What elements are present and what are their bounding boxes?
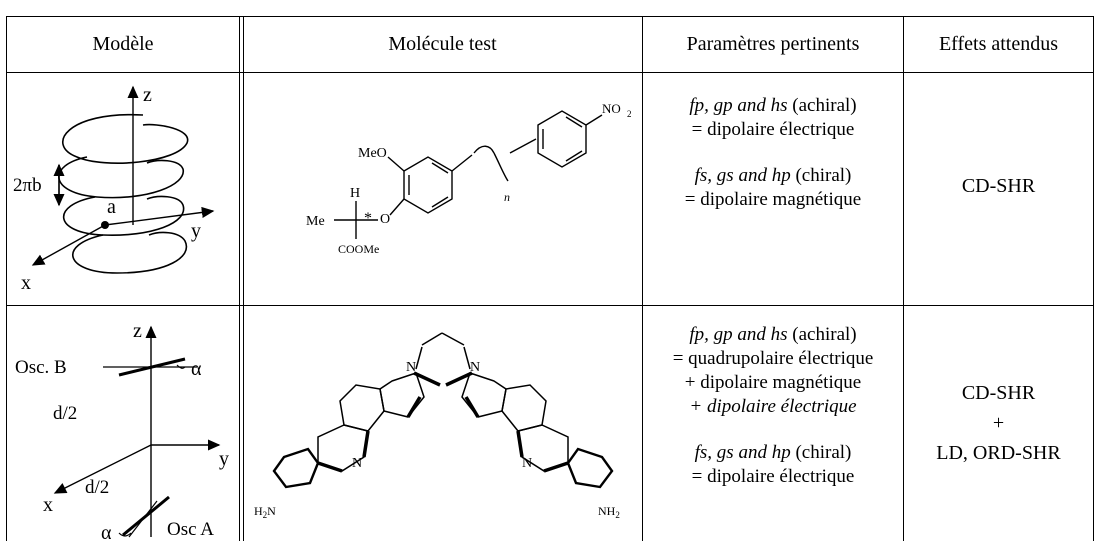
nitro-label: NO — [602, 101, 621, 116]
parameters-table: Modèle Molécule test Paramètres pertinen… — [6, 16, 1094, 541]
achiral-tag: (achiral) — [792, 324, 857, 345]
chiral-variables: fs, gs and hp — [694, 165, 791, 186]
acridine-n-left-label: N — [352, 456, 362, 471]
table-right-border — [1093, 16, 1094, 541]
achiral-variables: fp, gp and hs — [689, 324, 788, 345]
table-left-border — [6, 16, 7, 541]
column-divider-double — [239, 16, 244, 541]
quadrupole-line: = quadrupolaire électrique — [672, 348, 874, 369]
header-bottom-border — [6, 72, 1094, 73]
header-modele: Modèle — [92, 32, 154, 55]
y-axis-label: y — [219, 448, 229, 470]
effects-row1: CD-SHR — [904, 171, 1093, 201]
achiral-tag: (achiral) — [792, 95, 857, 116]
chiral-description: = dipolaire magnétique — [684, 189, 862, 210]
acridine-n-right-label: N — [522, 456, 532, 471]
molecule-structure-2: N N N N H2N NH2 — [254, 332, 620, 520]
header-effets-attendus: Effets attendus — [938, 32, 1059, 55]
pitch-label: 2πb — [13, 175, 42, 196]
d-half-lower-label: d/2 — [85, 477, 109, 498]
table-top-border — [6, 16, 1094, 17]
nitro-subscript: 2 — [627, 109, 632, 119]
molecule-structure-1: NO 2 MeO H Me * O COOMe n — [306, 101, 632, 256]
effect-cd-shr: CD-SHR — [961, 175, 1036, 197]
amine-right-label: NH2 — [598, 504, 620, 520]
effect-plus: + — [992, 412, 1005, 434]
coupled-oscillator-diagram: z y x Osc. B α d/2 d/2 α Osc A — [15, 320, 229, 541]
methoxy-label: MeO — [358, 146, 387, 161]
effects-row2: CD-SHR + LD, ORD-SHR — [904, 378, 1093, 468]
column-divider — [642, 16, 643, 541]
achiral-variables: fp, gp and hs — [689, 95, 788, 116]
hydrogen-label: H — [350, 186, 360, 201]
helix-model-diagram: z y x a 2πb — [13, 84, 215, 294]
achiral-description: = dipolaire électrique — [691, 119, 855, 140]
column-divider — [903, 16, 904, 541]
nitrogen-left-label: N — [406, 360, 416, 375]
z-axis-label: z — [143, 84, 152, 106]
chiral-variables: fs, gs and hp — [694, 442, 791, 463]
chiral-tag: (chiral) — [795, 165, 852, 186]
magnetic-dipole-line: + dipolaire magnétique — [684, 372, 862, 393]
row-divider — [6, 305, 1094, 306]
ester-label: COOMe — [338, 242, 379, 256]
nitrogen-right-label: N — [470, 360, 480, 375]
alpha-a-label: α — [101, 522, 112, 541]
chiral-star-label: * — [364, 210, 372, 227]
chiral-tag: (chiral) — [795, 442, 852, 463]
oxygen-label: O — [380, 212, 390, 227]
point-a-label: a — [107, 196, 116, 218]
d-half-upper-label: d/2 — [53, 403, 77, 424]
x-axis-label: x — [43, 494, 53, 516]
alpha-b-label: α — [191, 358, 202, 380]
methyl-label: Me — [306, 214, 325, 229]
repeat-n-label: n — [504, 190, 510, 204]
osc-b-label: Osc. B — [15, 357, 67, 378]
params-row2: fp, gp and hs (achiral) = quadrupolaire … — [643, 323, 903, 489]
header-parametres-pertinents: Paramètres pertinents — [686, 32, 860, 55]
chiral-description: = dipolaire électrique — [691, 466, 855, 487]
header-molecule-test: Molécule test — [388, 32, 497, 55]
electric-dipole-line: + dipolaire électrique — [689, 396, 857, 417]
x-axis-label: x — [21, 272, 31, 294]
effect-ld-ord-shr: LD, ORD-SHR — [936, 442, 1061, 464]
osc-a-label: Osc A — [167, 519, 214, 540]
params-row1: fp, gp and hs (achiral) = dipolaire élec… — [643, 94, 903, 212]
z-axis-label: z — [133, 320, 142, 342]
y-axis-label: y — [191, 220, 201, 242]
amine-left-label: H2N — [254, 504, 276, 520]
effect-cd-shr: CD-SHR — [961, 382, 1036, 404]
